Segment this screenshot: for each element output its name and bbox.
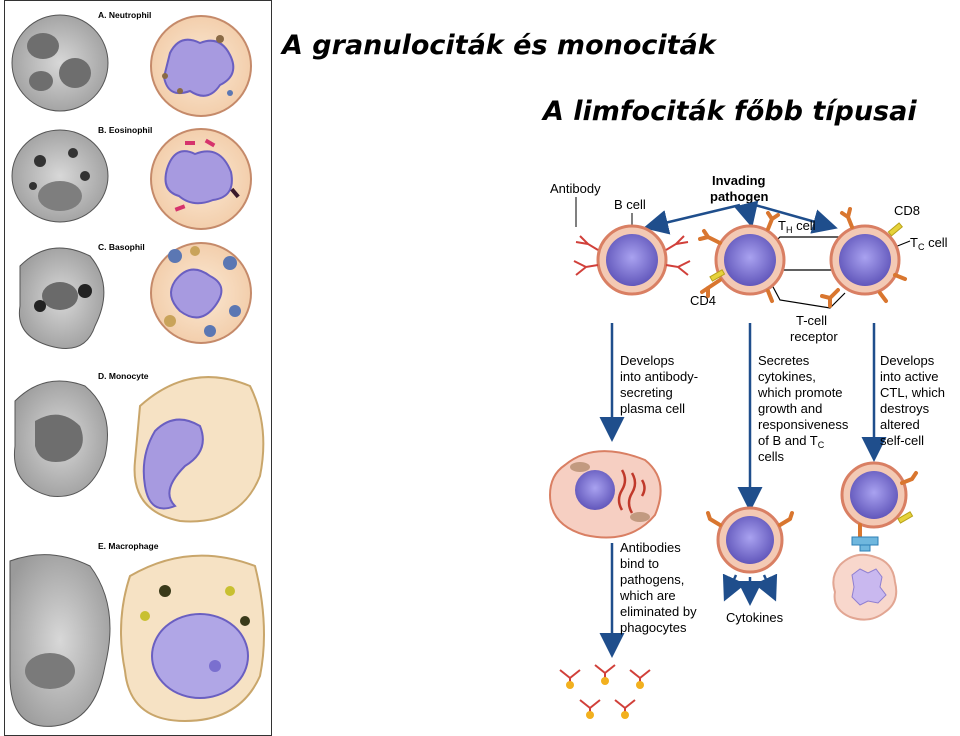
plasma-cell: [548, 450, 662, 539]
svg-text:Develops: Develops: [620, 353, 675, 368]
monocyte-label: D. Monocyte: [98, 371, 149, 381]
svg-text:cells: cells: [758, 449, 785, 464]
arrow-to-b-cell: [643, 203, 741, 235]
secondary-title: A limfociták főbb típusai: [543, 96, 917, 127]
svg-text:destroys: destroys: [880, 401, 930, 416]
b-cell-label: B cell: [614, 197, 646, 212]
tc-cell: [820, 207, 907, 308]
svg-text:secreting: secreting: [620, 385, 673, 400]
svg-text:Secretes: Secretes: [758, 353, 810, 368]
svg-text:cytokines,: cytokines,: [758, 369, 816, 384]
tcr-label-line1: T-cell: [796, 313, 827, 328]
pathogen-label-line2: pathogen: [710, 189, 769, 204]
svg-text:altered: altered: [880, 417, 920, 432]
tc-branch-text: Develops into active CTL, which destroys…: [880, 353, 945, 448]
svg-text:bind to: bind to: [620, 556, 659, 571]
th-branch-text: Secretes cytokines, which promote growth…: [757, 353, 849, 464]
svg-text:pathogens,: pathogens,: [620, 572, 684, 587]
basophil-label: C. Basophil: [98, 242, 145, 252]
main-title: A granulociták és monociták: [282, 30, 716, 61]
antibody-pathogen-complexes: [559, 664, 651, 718]
svg-text:growth and: growth and: [758, 401, 822, 416]
svg-text:into active: into active: [880, 369, 939, 384]
granulocyte-figure-panel: A. Neutrophil B. Eosinophil C.: [4, 0, 272, 736]
macrophage-label: E. Macrophage: [98, 541, 159, 551]
svg-text:which are: which are: [619, 588, 676, 603]
tcr-label-line2: receptor: [790, 329, 838, 344]
svg-text:phagocytes: phagocytes: [620, 620, 687, 635]
b-cell: [573, 224, 691, 296]
cd4-marker: [709, 269, 726, 282]
antibody-branch-text: Antibodies bind to pathogens, which are …: [619, 540, 697, 635]
cytokine-arrow-right: [754, 573, 778, 602]
svg-text:Antibodies: Antibodies: [620, 540, 681, 555]
cd8-label: CD8: [894, 203, 920, 218]
svg-text:of B and TC: of B and TC: [758, 433, 825, 450]
svg-text:which promote: which promote: [757, 385, 843, 400]
neutrophil-label: A. Neutrophil: [98, 10, 151, 20]
svg-text:self-cell: self-cell: [880, 433, 924, 448]
svg-text:CTL, which: CTL, which: [880, 385, 945, 400]
macrophage-illustration: E. Macrophage: [9, 541, 265, 727]
svg-text:eliminated by: eliminated by: [620, 604, 697, 619]
activated-th-cell: [706, 506, 794, 574]
arrow-to-tc-cell: [754, 203, 838, 234]
neutrophil-illustration: A. Neutrophil: [11, 10, 252, 117]
th-cell: [698, 211, 786, 303]
svg-text:Develops: Develops: [880, 353, 935, 368]
th-cell-label: TH cell: [778, 218, 816, 235]
arrow-to-th-cell: [734, 200, 759, 228]
eosinophil-illustration: B. Eosinophil: [11, 125, 252, 230]
svg-text:responsiveness: responsiveness: [758, 417, 849, 432]
b-branch-text: Develops into antibody- secreting plasma…: [620, 353, 698, 416]
cytotoxic-t-cell: [840, 461, 918, 539]
basophil-illustration: C. Basophil: [18, 242, 252, 349]
svg-text:plasma cell: plasma cell: [620, 401, 685, 416]
lymphocyte-types-diagram: Invading pathogen Antibody B cell TH cel…: [540, 165, 960, 736]
eosinophil-label: B. Eosinophil: [98, 125, 152, 135]
pathogen-particles: [566, 677, 644, 719]
tc-cell-label: TC cell: [910, 235, 948, 252]
cd8-marker: [887, 222, 903, 237]
cytokine-arrow-left: [722, 573, 746, 602]
antibody-label: Antibody: [550, 181, 601, 196]
cd4-label: CD4: [690, 293, 716, 308]
monocyte-illustration: D. Monocyte: [13, 371, 265, 523]
pathogen-label-line1: Invading: [712, 173, 766, 188]
altered-self-cell: [832, 536, 898, 621]
svg-text:into antibody-: into antibody-: [620, 369, 698, 384]
cytokines-label: Cytokines: [726, 610, 784, 625]
